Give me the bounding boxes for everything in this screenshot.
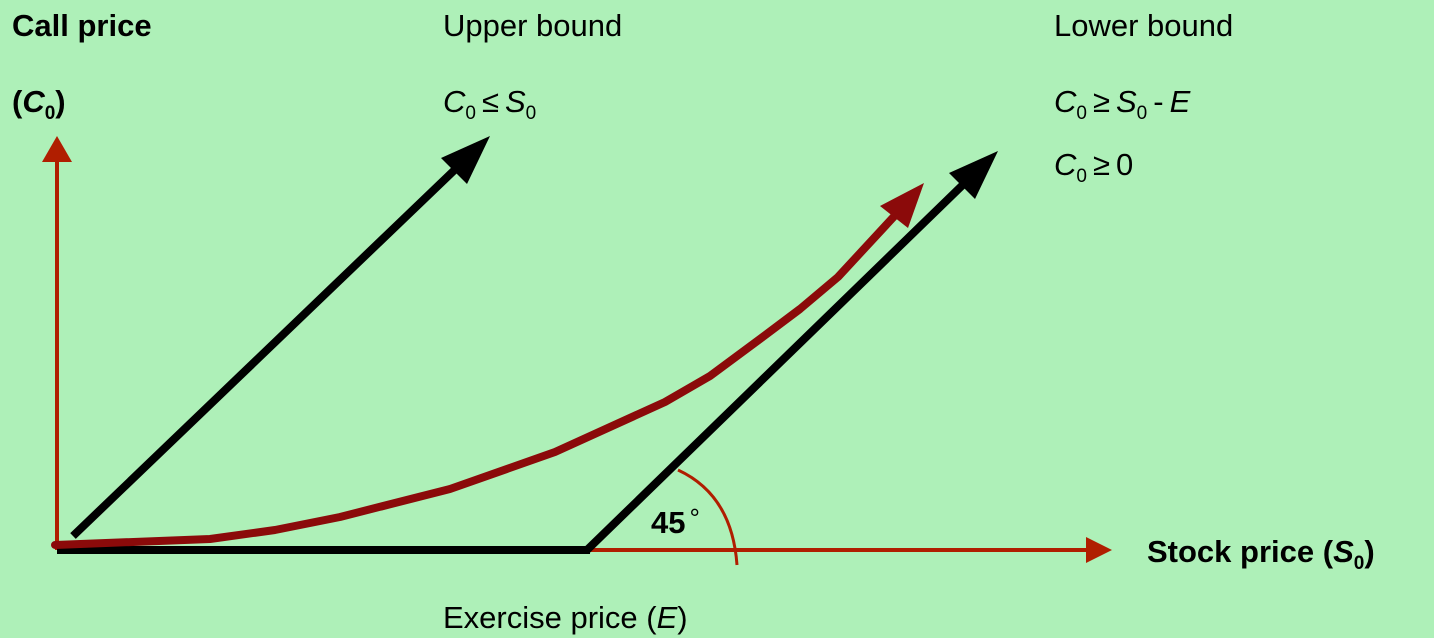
lower-formula-2-op: ≥ xyxy=(1092,147,1110,182)
call-price-curve-arrowhead xyxy=(880,183,924,228)
lower-bound-formula-1: C0≥S0-E xyxy=(1054,84,1190,125)
upper-bound-arrowhead xyxy=(441,136,490,184)
stock-price-close: ) xyxy=(1364,534,1375,569)
lower-formula-1-op: ≥ xyxy=(1092,84,1110,119)
call-price-title: Call price xyxy=(12,8,152,43)
stock-price-label: Stock price (S0) xyxy=(1147,534,1375,575)
call-price-symbol: C xyxy=(22,84,45,119)
upper-formula-rhs: S xyxy=(504,84,526,119)
upper-formula-rhs-sub: 0 xyxy=(525,103,537,124)
lower-bound-arrowhead xyxy=(949,151,998,199)
exercise-price-text: Exercise price ( xyxy=(443,600,657,635)
exercise-price-label: Exercise price (E) xyxy=(443,600,688,636)
lower-formula-2-lhs: C xyxy=(1054,147,1077,182)
angle-value: 45 xyxy=(651,505,686,540)
angle-unit: ° xyxy=(689,503,700,533)
angle-arc xyxy=(677,468,739,566)
upper-formula-op: ≤ xyxy=(481,84,499,119)
x-axis-arrowhead xyxy=(1086,537,1112,563)
lower-formula-1-minus: - xyxy=(1153,84,1164,119)
lower-formula-1-lhs: C xyxy=(1054,84,1077,119)
stock-price-symbol-sub: 0 xyxy=(1353,553,1365,574)
exercise-price-close: ) xyxy=(677,600,688,635)
lower-formula-1-rhs2: E xyxy=(1169,84,1191,119)
call-price-symbol-subscript: 0 xyxy=(44,103,56,124)
stock-price-text: Stock price ( xyxy=(1147,534,1334,569)
angle-label: 45° xyxy=(651,503,700,542)
call-price-curve xyxy=(51,206,904,549)
lower-bound-title: Lower bound xyxy=(1054,8,1234,43)
upper-formula-lhs-sub: 0 xyxy=(465,103,476,124)
stock-price-symbol: S xyxy=(1333,534,1354,569)
lower-formula-2-rhs: 0 xyxy=(1115,147,1134,182)
upper-bound-line xyxy=(70,156,469,539)
lower-bound-formula-2: C0≥0 xyxy=(1054,147,1133,188)
upper-formula-lhs: C xyxy=(443,84,466,119)
exercise-price-symbol: E xyxy=(656,600,678,635)
upper-bound-formula: C0≤S0 xyxy=(443,84,536,125)
lower-formula-2-lhs-sub: 0 xyxy=(1076,166,1087,187)
y-axis-arrowhead xyxy=(42,136,72,162)
lower-formula-1-lhs-sub: 0 xyxy=(1076,103,1087,124)
lower-formula-1-rhs: S xyxy=(1115,84,1137,119)
lower-bound-diagonal-line xyxy=(584,171,977,553)
call-price-symbol-label: (C0) xyxy=(12,84,66,124)
lower-formula-1-rhs-sub: 0 xyxy=(1136,103,1148,124)
upper-bound-title: Upper bound xyxy=(443,8,623,43)
